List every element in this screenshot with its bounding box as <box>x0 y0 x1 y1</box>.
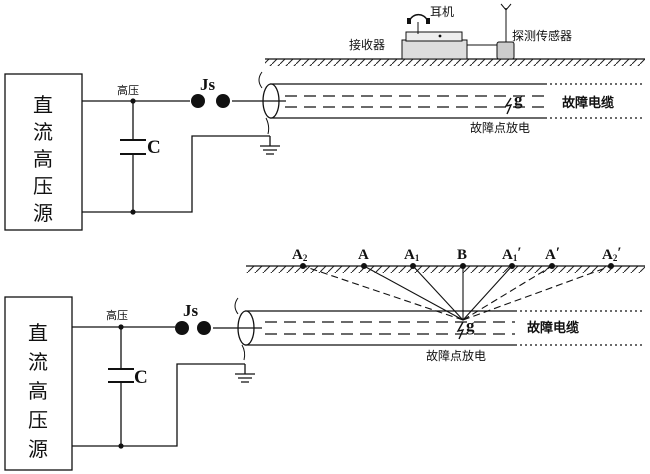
ground-point-label-a-prime: A′ <box>545 245 560 263</box>
top-receiver-box <box>401 39 468 60</box>
top-ball-gap-label: Js <box>200 75 216 94</box>
top-cable-sheath-wires <box>258 71 270 135</box>
top-capacitor-label: C <box>147 137 161 158</box>
bottom-source-char-2: 流 <box>28 350 48 374</box>
ray-to-a1 <box>412 265 464 321</box>
bottom-ground-symbol-icon <box>235 364 255 383</box>
top-fault-discharge-label: 故障点放电 <box>470 120 530 135</box>
bottom-return-wire <box>72 363 245 447</box>
top-source-char-2: 流 <box>33 120 53 144</box>
top-receiver-panel <box>405 31 463 42</box>
ground-point-dot <box>460 263 466 269</box>
top-sensor-label: 探测传感器 <box>512 28 572 43</box>
top-receiver-label: 接收器 <box>349 37 385 52</box>
ground-point-dot <box>410 263 416 269</box>
bottom-capacitor-plates <box>108 368 134 383</box>
bottom-source-char-3: 高 <box>28 379 48 403</box>
top-fault-point-label: g <box>514 90 523 109</box>
bottom-diagram: 直 流 高 压 源 高压 C Js <box>4 245 645 471</box>
top-capacitor-plates <box>120 139 146 155</box>
ray-to-a <box>363 265 464 321</box>
top-sensor-antenna-icon <box>500 3 512 42</box>
ground-point-label-a: A <box>358 247 369 263</box>
bottom-ball-gap-sphere <box>197 321 211 335</box>
ground-point-dot <box>549 263 555 269</box>
top-ball-gap-sphere <box>191 94 205 108</box>
bottom-ground-points: A2 A A1 B A1′ A′ A2′ <box>292 245 622 269</box>
bottom-cable-sheath-wires <box>234 297 246 361</box>
ground-point-label-a2: A2 <box>292 247 308 263</box>
bottom-source-char-1: 直 <box>28 321 48 345</box>
bottom-fault-point-label: g <box>466 316 475 335</box>
bottom-spark-icon <box>456 321 465 340</box>
top-return-wire <box>82 135 270 213</box>
ground-point-dot <box>608 263 614 269</box>
top-spark-icon <box>504 97 513 115</box>
bottom-signal-rays <box>302 265 612 321</box>
top-junction-dot <box>130 98 136 104</box>
ground-point-dot <box>509 263 515 269</box>
ray-to-a1-prime <box>462 265 513 321</box>
top-cable-outer <box>270 83 545 119</box>
ground-point-dot <box>300 263 306 269</box>
bottom-ground-hatch <box>246 266 645 273</box>
ray-to-a2 <box>302 265 464 321</box>
top-receiver-knob-icon <box>438 34 442 38</box>
bottom-source-char-5: 源 <box>28 437 48 461</box>
top-cable-outer-continuation <box>545 83 645 119</box>
top-ground-hatch <box>265 59 645 66</box>
top-junction-dot <box>130 209 136 215</box>
top-source-char-5: 源 <box>33 201 53 225</box>
top-ground-symbol-icon <box>260 136 280 155</box>
top-source-char-1: 直 <box>33 93 53 117</box>
top-source-char-3: 高 <box>33 147 53 171</box>
ground-point-label-b: B <box>457 247 467 263</box>
top-diagram: 直 流 高 压 源 高压 C Js 耳机 接收器 探测传感器 <box>4 3 645 231</box>
bottom-cable-outer <box>245 310 515 346</box>
top-headphone-cup-icon <box>426 18 430 24</box>
top-dc-source-box <box>4 73 83 231</box>
bottom-fault-cable-label: 故障电缆 <box>527 320 579 336</box>
bottom-high-voltage-label: 高压 <box>106 308 128 322</box>
top-headphone-cup-icon <box>407 18 411 24</box>
ground-point-label-a1-prime: A1′ <box>502 245 522 263</box>
bottom-capacitor-label: C <box>134 367 148 388</box>
bottom-source-char-4: 压 <box>28 408 48 432</box>
ground-point-label-a2-prime: A2′ <box>602 245 622 263</box>
top-sensor-body <box>496 41 515 60</box>
bottom-cable-outer-continuation <box>515 310 645 346</box>
bottom-ball-gap-sphere <box>175 321 189 335</box>
bottom-dc-source-box <box>4 296 73 471</box>
ray-to-a-prime <box>462 265 553 321</box>
top-cable-inner-dashed <box>285 95 545 108</box>
ground-point-label-a1: A1 <box>404 247 420 263</box>
ray-to-a2-prime <box>462 265 612 321</box>
bottom-junction-dot <box>118 324 124 330</box>
top-fault-cable-label: 故障电缆 <box>562 95 614 111</box>
top-high-voltage-label: 高压 <box>117 83 139 97</box>
top-earphone-label: 耳机 <box>430 5 454 19</box>
bottom-fault-discharge-label: 故障点放电 <box>426 348 486 363</box>
ground-point-dot <box>361 263 367 269</box>
bottom-junction-dot <box>118 443 124 449</box>
bottom-ball-gap-label: Js <box>183 301 199 320</box>
top-source-char-4: 压 <box>33 174 53 198</box>
top-headphone-icon <box>409 14 428 21</box>
top-ball-gap-sphere <box>216 94 230 108</box>
bottom-cable-inner-dashed <box>265 321 515 335</box>
